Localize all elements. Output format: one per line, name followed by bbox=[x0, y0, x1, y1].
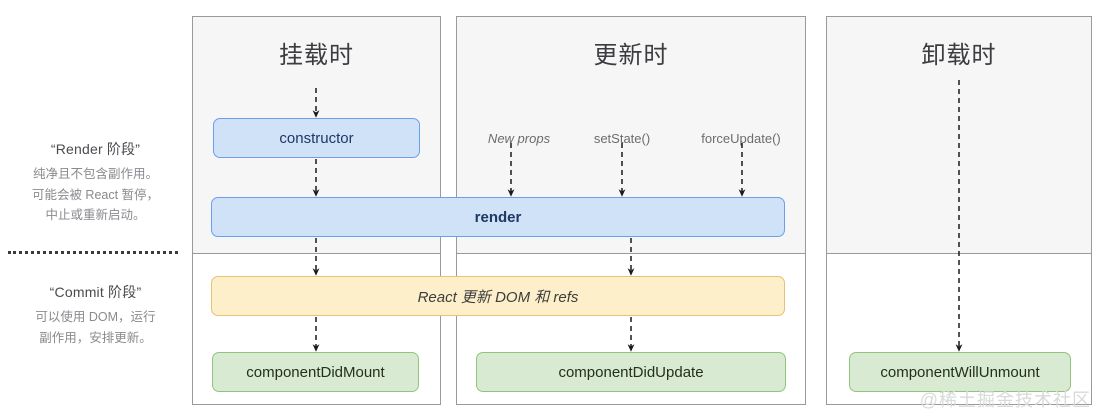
legend-commit-phase-title: “Commit 阶段” bbox=[49, 284, 142, 300]
legend-render-phase-title: “Render 阶段” bbox=[50, 141, 141, 157]
legend-render-phase-body: 纯净且不包含副作用。 可能会被 React 暂停， 中止或重新启动。 bbox=[31, 167, 160, 223]
legend-commit-phase: “Commit 阶段” 可以使用 DOM，运行 副作用，安排更新。 bbox=[8, 282, 183, 348]
watermark: @稀土掘金技术社区 bbox=[919, 390, 1091, 410]
legend-commit-phase-body: 可以使用 DOM，运行 副作用，安排更新。 bbox=[35, 310, 156, 345]
lifecycle-box-react-updates-dom-and-refs[interactable]: React 更新 DOM 和 refs bbox=[211, 276, 785, 316]
trigger-label-set-state: setState() bbox=[593, 131, 651, 146]
lifecycle-box-component-did-update[interactable]: componentDidUpdate bbox=[476, 352, 786, 392]
legend-render-phase: “Render 阶段” 纯净且不包含副作用。 可能会被 React 暂停， 中止… bbox=[8, 139, 183, 226]
panel-mounting-title: 挂载时 bbox=[279, 42, 354, 69]
trigger-label-force-update: forceUpdate() bbox=[701, 131, 781, 146]
panel-updating-title: 更新时 bbox=[593, 42, 669, 69]
lifecycle-box-component-did-mount[interactable]: componentDidMount bbox=[212, 352, 419, 392]
lifecycle-box-constructor[interactable]: constructor bbox=[213, 118, 420, 158]
lifecycle-box-render[interactable]: render bbox=[211, 197, 785, 237]
phase-divider-dotted-line bbox=[8, 251, 178, 254]
lifecycle-box-component-will-unmount[interactable]: componentWillUnmount bbox=[849, 352, 1071, 392]
panel-unmounting-title: 卸载时 bbox=[921, 42, 997, 69]
trigger-label-new-props: New props bbox=[487, 131, 551, 146]
